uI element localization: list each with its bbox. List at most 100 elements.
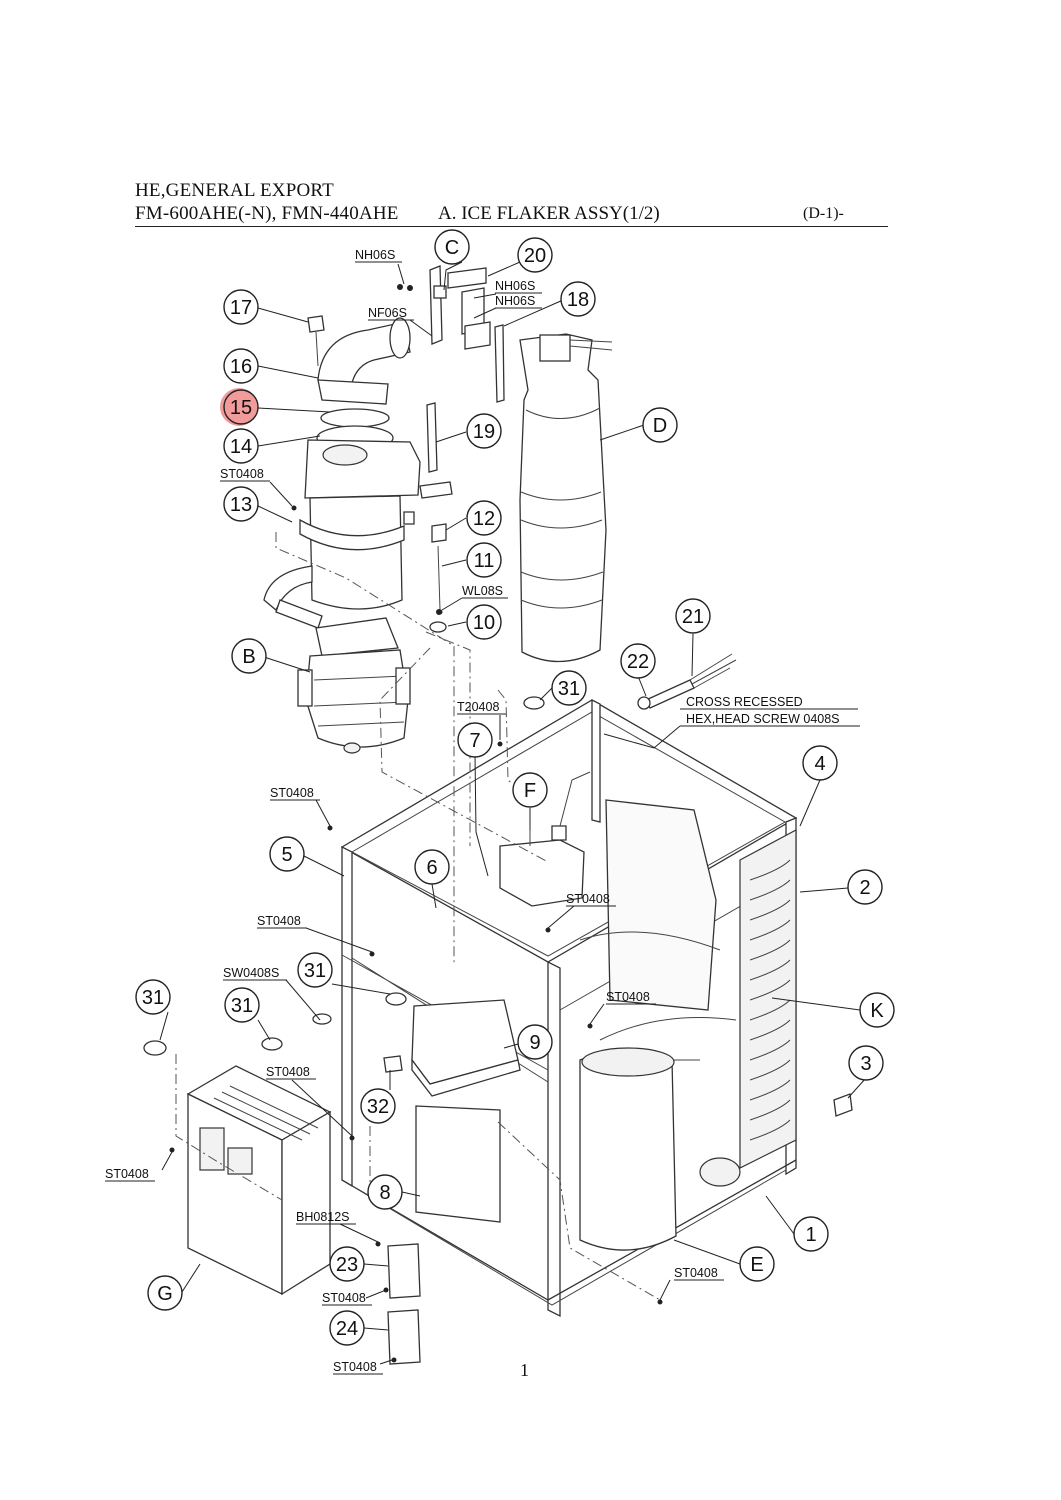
callout-20: 20 bbox=[517, 237, 553, 273]
callout-13: 13 bbox=[223, 486, 259, 522]
svg-text:31: 31 bbox=[558, 678, 580, 700]
svg-text:4: 4 bbox=[814, 753, 825, 775]
code-st0408-c: ST0408 bbox=[566, 892, 616, 907]
svg-text:NH06S: NH06S bbox=[355, 248, 395, 262]
code-st0408-g: ST0408 bbox=[105, 1167, 155, 1182]
callout-d: D bbox=[642, 407, 678, 443]
svg-text:18: 18 bbox=[567, 289, 589, 311]
svg-text:14: 14 bbox=[230, 436, 252, 458]
svg-text:NH06S: NH06S bbox=[495, 279, 535, 293]
svg-text:15: 15 bbox=[230, 397, 252, 419]
callout-31-box: 31 bbox=[224, 987, 260, 1023]
svg-text:10: 10 bbox=[473, 612, 495, 634]
svg-text:ST0408: ST0408 bbox=[257, 914, 301, 928]
header-line-1: HE,GENERAL EXPORT bbox=[135, 180, 334, 201]
callout-6: 6 bbox=[414, 849, 450, 885]
code-cross-recessed: CROSS RECESSED bbox=[680, 695, 858, 710]
svg-text:ST0408: ST0408 bbox=[266, 1065, 310, 1079]
callout-16: 16 bbox=[223, 348, 259, 384]
callout-15-highlight bbox=[220, 388, 258, 426]
leader-lines bbox=[159, 261, 867, 1365]
code-st0408-f: ST0408 bbox=[266, 1065, 316, 1080]
callout-3: 3 bbox=[848, 1045, 884, 1081]
callout-7: 7 bbox=[457, 722, 493, 758]
callout-1: 1 bbox=[793, 1216, 829, 1252]
svg-text:3: 3 bbox=[860, 1053, 871, 1075]
svg-text:CROSS RECESSED: CROSS RECESSED bbox=[686, 695, 803, 709]
callout-32: 32 bbox=[360, 1088, 396, 1124]
svg-text:11: 11 bbox=[474, 550, 495, 572]
hardware-codes: NH06S NH06S NH06S NF06S ST0408 WL08S T20… bbox=[105, 248, 860, 1375]
callout-18: 18 bbox=[560, 281, 596, 317]
svg-text:16: 16 bbox=[230, 356, 252, 378]
callout-11: 11 bbox=[466, 542, 502, 578]
svg-text:31: 31 bbox=[142, 987, 164, 1009]
callout-9: 9 bbox=[517, 1024, 553, 1060]
code-st0408-b: ST0408 bbox=[270, 786, 320, 801]
svg-text:31: 31 bbox=[304, 960, 326, 982]
svg-text:NH06S: NH06S bbox=[495, 294, 535, 308]
svg-text:ST0408: ST0408 bbox=[220, 467, 264, 481]
callout-k: K bbox=[859, 992, 895, 1028]
svg-text:ST0408: ST0408 bbox=[322, 1291, 366, 1305]
callout-b: B bbox=[231, 638, 267, 674]
svg-text:31: 31 bbox=[231, 995, 253, 1017]
callout-10: 10 bbox=[466, 604, 502, 640]
svg-text:19: 19 bbox=[473, 421, 495, 443]
svg-text:K: K bbox=[870, 1000, 884, 1022]
callout-21: 21 bbox=[675, 598, 711, 634]
callout-5: 5 bbox=[269, 836, 305, 872]
svg-text:22: 22 bbox=[627, 651, 649, 673]
page-number: 1 bbox=[520, 1360, 529, 1380]
svg-text:17: 17 bbox=[230, 297, 252, 319]
code-nh06s-right-2: NH06S bbox=[495, 294, 542, 309]
svg-text:2: 2 bbox=[859, 877, 870, 899]
svg-text:D: D bbox=[653, 415, 667, 437]
code-wl08s: WL08S bbox=[462, 584, 508, 599]
svg-text:6: 6 bbox=[426, 857, 437, 879]
callout-22: 22 bbox=[620, 643, 656, 679]
svg-text:7: 7 bbox=[469, 730, 480, 752]
svg-text:21: 21 bbox=[682, 606, 704, 628]
callout-31-top: 31 bbox=[551, 670, 587, 706]
svg-text:G: G bbox=[157, 1283, 173, 1305]
svg-text:ST0408: ST0408 bbox=[566, 892, 610, 906]
header-model: FM-600AHE(-N), FMN-440AHE bbox=[135, 203, 399, 224]
svg-text:T20408: T20408 bbox=[457, 700, 499, 714]
svg-text:24: 24 bbox=[336, 1318, 358, 1340]
callout-8: 8 bbox=[367, 1174, 403, 1210]
callout-f: F bbox=[512, 772, 548, 808]
svg-text:12: 12 bbox=[473, 508, 495, 530]
code-st0408-a: ST0408 bbox=[220, 467, 270, 482]
code-st0408-i: ST0408 bbox=[322, 1291, 372, 1306]
callout-14: 14 bbox=[223, 428, 259, 464]
svg-text:ST0408: ST0408 bbox=[606, 990, 650, 1004]
code-st0408-h: ST0408 bbox=[674, 1266, 724, 1281]
svg-text:ST0408: ST0408 bbox=[674, 1266, 718, 1280]
svg-text:F: F bbox=[524, 780, 536, 802]
svg-text:32: 32 bbox=[367, 1096, 389, 1118]
header-page-code: (D-1)- bbox=[803, 205, 844, 222]
callout-24: 24 bbox=[329, 1310, 365, 1346]
code-sw0408s: SW0408S bbox=[223, 966, 287, 981]
code-st0408-e: ST0408 bbox=[606, 990, 656, 1005]
svg-text:1: 1 bbox=[805, 1224, 816, 1246]
code-nh06s-right-1: NH06S bbox=[495, 279, 542, 294]
svg-text:BH0812S: BH0812S bbox=[296, 1210, 350, 1224]
svg-text:WL08S: WL08S bbox=[462, 584, 503, 598]
code-st0408-j: ST0408 bbox=[333, 1360, 383, 1375]
svg-text:23: 23 bbox=[336, 1254, 358, 1276]
callouts: C 20 18 17 16 15 14 19 D 13 12 11 10 B 2… bbox=[135, 229, 895, 1346]
callout-15: 15 bbox=[223, 389, 259, 425]
svg-text:20: 20 bbox=[524, 245, 546, 267]
callout-c: C bbox=[434, 229, 470, 265]
code-nf06s: NF06S bbox=[368, 306, 414, 321]
callout-e: E bbox=[739, 1246, 775, 1282]
code-nh06s-top: NH06S bbox=[355, 248, 402, 263]
screw-dots bbox=[169, 505, 663, 1363]
callout-19: 19 bbox=[466, 413, 502, 449]
svg-text:9: 9 bbox=[529, 1032, 540, 1054]
svg-text:13: 13 bbox=[230, 494, 252, 516]
callout-g: G bbox=[147, 1275, 183, 1311]
